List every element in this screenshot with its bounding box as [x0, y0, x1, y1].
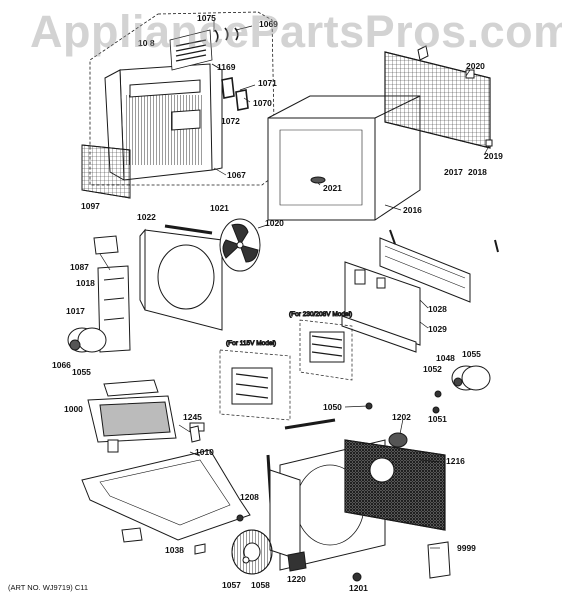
- part-label-1057: 1057: [222, 580, 241, 590]
- part-label-1097: 1097: [81, 201, 100, 211]
- coil-support-1028: [379, 229, 499, 303]
- motor-1048: [432, 365, 491, 414]
- note-230v-model: (For 230/208V Model): [289, 311, 352, 318]
- part-labels: 1075 1069 10 8 1169 1071 1070 1072 1067 …: [52, 13, 503, 593]
- part-label-1072: 1072: [221, 116, 240, 126]
- part-label-1021: 1021: [210, 203, 229, 213]
- part-label-1017: 1017: [66, 306, 85, 316]
- part-label-1202: 1202: [392, 412, 411, 422]
- fan-shroud-1022: [139, 224, 223, 331]
- part-label-1010: 1010: [195, 447, 214, 457]
- part-label-1028: 1028: [428, 304, 447, 314]
- part-label-1051: 1051: [428, 414, 447, 424]
- part-label-1087: 1087: [70, 262, 89, 272]
- part-label-1018: 1018: [76, 278, 95, 288]
- part-label-2017: 2017: [444, 167, 463, 177]
- part-label-1000: 1000: [64, 404, 83, 414]
- part-label-1169: 1169: [217, 62, 236, 72]
- capacitor-1202: [388, 432, 408, 448]
- part-label-2018: 2018: [468, 167, 487, 177]
- part-label-9999: 9999: [457, 543, 476, 553]
- air-filter-1097: [81, 144, 131, 199]
- label-1220: [287, 551, 307, 572]
- electrical-components-230v: [299, 319, 353, 381]
- manual-9999: [427, 541, 451, 579]
- part-label-2019: 2019: [484, 151, 503, 161]
- part-label-1022: 1022: [137, 212, 156, 222]
- blower-wheel-1058: [231, 529, 273, 575]
- hardware-bits: [121, 402, 373, 582]
- part-label-2020: 2020: [466, 61, 485, 71]
- part-label-1070: 1070: [253, 98, 272, 108]
- part-label-2021: 2021: [323, 183, 342, 193]
- condenser-coil-1216: [344, 439, 446, 531]
- leader-lines: [99, 21, 490, 549]
- electrical-components-115v: [219, 349, 291, 421]
- part-label-1075: 1075: [197, 13, 216, 23]
- fan-1021: [219, 218, 261, 272]
- part-label-1071: 1071: [258, 78, 277, 88]
- part-label-1038: 1038: [165, 545, 184, 555]
- fan-motor-1017: [67, 327, 107, 353]
- rear-grille-2018: [384, 45, 493, 149]
- note-115v-model: (For 115V Model): [226, 340, 276, 347]
- part-label-1216: 1216: [446, 456, 465, 466]
- part-label-1067: 1067: [227, 170, 246, 180]
- part-label-1208: 1208: [240, 492, 259, 502]
- part-label-1050: 1050: [323, 402, 342, 412]
- part-label-1055-left: 1055: [72, 367, 91, 377]
- part-label-1055-right: 1055: [462, 349, 481, 359]
- part-label-1058: 1058: [251, 580, 270, 590]
- cabinet-2016: [267, 95, 421, 221]
- part-label-1201: 1201: [349, 583, 368, 593]
- part-label-2016: 2016: [403, 205, 422, 215]
- part-label-1068: 10 8: [138, 38, 155, 48]
- part-label-1048: 1048: [436, 353, 455, 363]
- part-label-1066: 1066: [52, 360, 71, 370]
- part-label-1020: 1020: [265, 218, 284, 228]
- part-label-1029: 1029: [428, 324, 447, 334]
- drain-pan-1000: [87, 379, 177, 443]
- motor-mount-1018: [93, 235, 131, 353]
- part-label-1052: 1052: [423, 364, 442, 374]
- art-number: (ART NO. WJ9719) C11: [8, 583, 89, 592]
- base-pan-1010: [81, 422, 251, 541]
- part-label-1245: 1245: [183, 412, 202, 422]
- control-plate-1029: [341, 261, 421, 353]
- part-label-1069: 1069: [259, 19, 278, 29]
- part-label-1220: 1220: [287, 574, 306, 584]
